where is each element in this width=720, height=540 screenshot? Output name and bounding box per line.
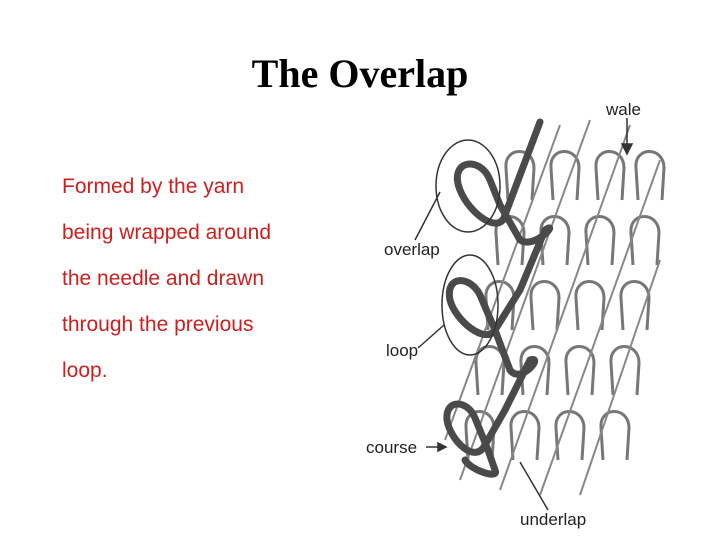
dark-yarn-segment — [445, 277, 539, 414]
dark-yarn-segment — [443, 400, 509, 478]
label-underlap: underlap — [520, 510, 587, 529]
yarn-line — [579, 259, 661, 496]
loop-highlight-ellipse — [441, 254, 499, 356]
fabric-loop — [574, 280, 606, 332]
fabric-loop — [529, 280, 561, 332]
overlap-highlight-ellipse — [435, 139, 501, 233]
fabric-loop — [549, 150, 581, 202]
fabric-loop — [554, 410, 586, 462]
dark-yarn-path — [443, 118, 554, 478]
fabric-loop — [634, 150, 666, 202]
description-text: Formed by the yarn being wrapped around … — [62, 172, 362, 402]
yarn-line — [459, 119, 591, 481]
description-line: the needle and drawn — [62, 267, 264, 290]
fabric-loop — [609, 345, 641, 397]
course-arrowhead-icon — [437, 441, 448, 453]
description-line: through the previous — [62, 313, 254, 336]
overlap-pointer-line — [414, 191, 441, 241]
description-line: Formed by the yarn — [62, 175, 245, 198]
label-pointers — [414, 118, 634, 511]
fabric-loop — [594, 150, 626, 202]
fabric-loops — [444, 119, 666, 496]
label-wale: wale — [606, 100, 641, 119]
yarn-line — [499, 124, 631, 491]
label-course: course — [366, 438, 418, 457]
loop-pointer-line — [417, 324, 445, 349]
slide-title: The Overlap — [251, 51, 469, 96]
label-loop: loop — [386, 341, 419, 360]
description-line: being wrapped around — [62, 221, 271, 244]
fabric-loop — [629, 215, 661, 267]
yarn-line — [539, 159, 661, 496]
underlap-pointer-line — [519, 461, 549, 511]
wale-arrowhead-icon — [620, 143, 634, 156]
dark-yarn-segment — [454, 118, 554, 294]
fabric-loop — [584, 215, 616, 267]
fabric-loop — [539, 215, 571, 267]
label-overlap: overlap — [384, 240, 440, 259]
description-line: loop. — [62, 359, 108, 382]
yarn-line — [444, 124, 561, 441]
connecting-yarn — [444, 119, 661, 496]
